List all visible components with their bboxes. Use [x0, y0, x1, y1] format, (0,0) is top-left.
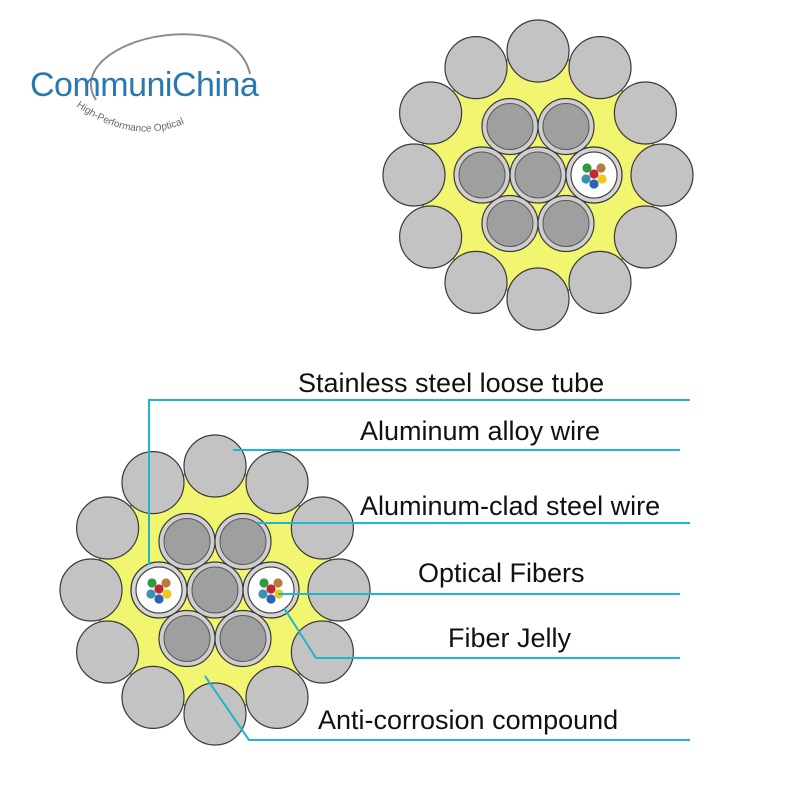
- aluminum-clad-steel-wire: [399, 205, 463, 269]
- aluminum-clad-steel-wire: [183, 434, 247, 498]
- aluminum-clad-steel-wire: [506, 267, 570, 331]
- aluminum-clad-steel-wire: [245, 451, 309, 515]
- optical-fiber: [154, 594, 164, 604]
- label-stainless-tube: Stainless steel loose tube: [298, 368, 604, 398]
- aluminum-clad-steel-wire: [506, 19, 570, 83]
- label-anti-corrosion: Anti-corrosion compound: [318, 705, 618, 735]
- aluminum-alloy-wire: [486, 103, 534, 151]
- aluminum-clad-steel-wire: [76, 496, 140, 560]
- aluminum-clad-steel-wire: [121, 451, 185, 515]
- aluminum-clad-steel-wire: [444, 36, 508, 100]
- aluminum-clad-steel-wire: [183, 682, 247, 746]
- aluminum-clad-steel-wire: [630, 143, 694, 207]
- logo-swoosh: [89, 33, 251, 101]
- optical-fiber: [259, 578, 269, 588]
- aluminum-alloy-wire: [542, 103, 590, 151]
- aluminum-alloy-wire: [486, 199, 534, 247]
- optical-fiber: [589, 179, 599, 189]
- label-aluminum-alloy-wire: Aluminum alloy wire: [360, 416, 600, 446]
- optical-fiber: [589, 169, 599, 179]
- aluminum-alloy-wire: [542, 199, 590, 247]
- optical-fiber: [266, 584, 276, 594]
- aluminum-clad-steel-wire: [245, 665, 309, 729]
- aluminum-clad-steel-wire: [290, 620, 354, 684]
- aluminum-clad-steel-wire: [568, 250, 632, 314]
- logo-wordmark: CommuniChina: [30, 66, 259, 104]
- leader-stainless-tube: [148, 399, 690, 565]
- optical-fiber: [162, 589, 172, 599]
- logo-tagline-path: High-Performance Optical: [74, 100, 185, 135]
- optical-fiber: [146, 589, 156, 599]
- optical-fiber: [582, 163, 592, 173]
- aluminum-alloy-wire: [219, 518, 267, 566]
- optical-fiber: [161, 578, 171, 588]
- aluminum-alloy-wire: [458, 151, 506, 199]
- optical-fiber: [266, 594, 276, 604]
- optical-fiber: [147, 578, 157, 588]
- optical-fiber: [154, 584, 164, 594]
- aluminum-clad-steel-wire: [444, 250, 508, 314]
- optical-fiber: [258, 589, 268, 599]
- aluminum-clad-steel-wire: [121, 665, 185, 729]
- aluminum-alloy-wire: [219, 614, 267, 662]
- component-labels: Stainless steel loose tube Aluminum allo…: [298, 368, 660, 735]
- optical-fiber: [596, 163, 606, 173]
- optical-fiber: [273, 578, 283, 588]
- aluminum-alloy-wire: [163, 614, 211, 662]
- aluminum-clad-steel-wire: [613, 205, 677, 269]
- aluminum-alloy-wire: [191, 566, 239, 614]
- cable-cross-section-bottom: [59, 434, 371, 746]
- aluminum-clad-steel-wire: [382, 143, 446, 207]
- leader-lines: [148, 399, 690, 741]
- brand-logo: CommuniChina High-Performance Optical: [30, 33, 259, 135]
- aluminum-clad-steel-wire: [307, 558, 371, 622]
- optical-fiber: [597, 174, 607, 184]
- leader-fiber-jelly: [283, 607, 680, 659]
- aluminum-clad-steel-wire: [613, 81, 677, 145]
- label-optical-fibers: Optical Fibers: [418, 558, 585, 588]
- aluminum-clad-steel-wire: [399, 81, 463, 145]
- aluminum-clad-steel-wire: [76, 620, 140, 684]
- aluminum-alloy-wire: [163, 518, 211, 566]
- logo-tagline: High-Performance Optical: [74, 100, 185, 135]
- label-aluminum-clad-steel-wire: Aluminum-clad steel wire: [360, 491, 660, 521]
- cable-cross-section-top: [382, 19, 694, 331]
- optical-fiber: [581, 174, 591, 184]
- aluminum-clad-steel-wire: [568, 36, 632, 100]
- label-fiber-jelly: Fiber Jelly: [448, 623, 572, 653]
- aluminum-alloy-wire: [514, 151, 562, 199]
- aluminum-clad-steel-wire: [59, 558, 123, 622]
- leader-anti-corrosion: [204, 675, 690, 741]
- aluminum-clad-steel-wire: [290, 496, 354, 560]
